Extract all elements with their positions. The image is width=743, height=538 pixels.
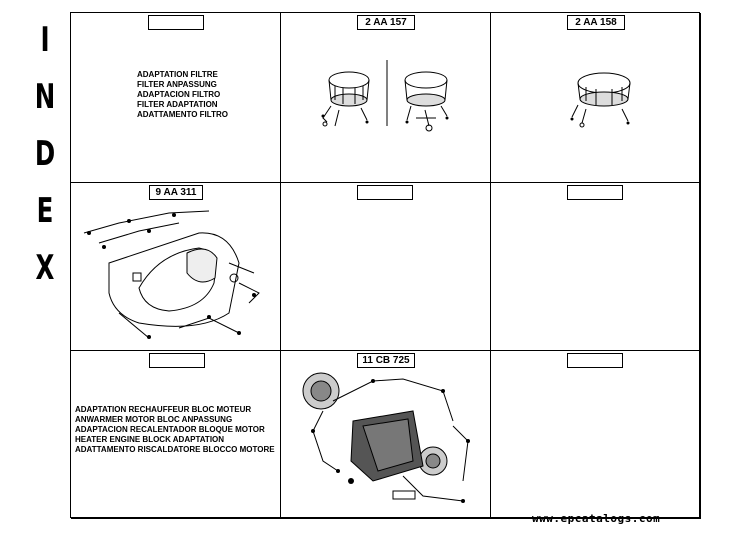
index-cell-2aa158[interactable]: 2 AA 158 — [491, 13, 701, 183]
description-line: ADAPTACION RECALENTADOR BLOQUE MOTOR — [75, 425, 265, 434]
air-filter-illustration — [570, 72, 631, 128]
reference-tag — [567, 185, 623, 200]
reference-tag — [149, 353, 205, 368]
description-line: ANWARMER MOTOR BLOC ANPASSUNG — [75, 415, 233, 424]
description-line: ADAPTATION FILTRE — [137, 70, 218, 79]
index-title: I N D E X — [30, 12, 60, 297]
description-line: FILTER ANPASSUNG — [137, 80, 217, 89]
reference-tag — [357, 185, 413, 200]
description-text: ADAPTATION RECHAUFFEUR BLOC MOTEUR ANWAR… — [75, 405, 275, 455]
reference-tag: 9 AA 311 — [149, 185, 203, 200]
index-cell-9aa311[interactable]: 9 AA 311 — [71, 183, 281, 351]
reference-tag — [148, 15, 204, 30]
index-letter: D — [34, 134, 56, 174]
website-watermark: www.epcatalogs.com — [532, 512, 661, 525]
index-cell-11cb725[interactable]: 11 CB 725 — [281, 351, 491, 519]
description-line: ADATTAMENTO RISCALDATORE BLOCCO MOTORE — [75, 445, 275, 454]
index-letter: X — [35, 248, 55, 288]
index-cell-2aa157[interactable]: 2 AA 157 — [281, 13, 491, 183]
engine-heater-illustration — [302, 372, 470, 503]
index-cell-empty[interactable] — [281, 183, 491, 351]
description-text: ADAPTATION FILTRE FILTER ANPASSUNG ADAPT… — [137, 70, 228, 120]
description-line: ADATTAMENTO FILTRO — [137, 110, 228, 119]
index-grid: ADAPTATION FILTRE FILTER ANPASSUNG ADAPT… — [70, 12, 701, 519]
index-cell-engine-heater-adaptation[interactable]: ADAPTATION RECHAUFFEUR BLOC MOTEUR ANWAR… — [71, 351, 281, 519]
description-line: ADAPTATION RECHAUFFEUR BLOC MOTEUR — [75, 405, 252, 414]
index-letter: E — [36, 191, 54, 231]
index-cell-empty[interactable] — [491, 183, 701, 351]
index-letter: I — [40, 20, 50, 60]
description-line: HEATER ENGINE BLOCK ADAPTATION — [75, 435, 225, 444]
reference-tag: 11 CB 725 — [357, 353, 415, 368]
index-cell-filter-adaptation[interactable]: ADAPTATION FILTRE FILTER ANPASSUNG ADAPT… — [71, 13, 281, 183]
description-line: FILTER ADAPTATION — [137, 100, 218, 109]
air-filter-illustration — [321, 60, 449, 132]
index-cell-empty[interactable] — [491, 351, 701, 519]
description-line: ADAPTACION FILTRO — [137, 90, 221, 99]
reference-tag — [567, 353, 623, 368]
reference-tag: 2 AA 158 — [567, 15, 625, 30]
reference-tag: 2 AA 157 — [357, 15, 415, 30]
tailgate-wiring-illustration — [83, 210, 260, 339]
index-letter: N — [34, 77, 56, 117]
